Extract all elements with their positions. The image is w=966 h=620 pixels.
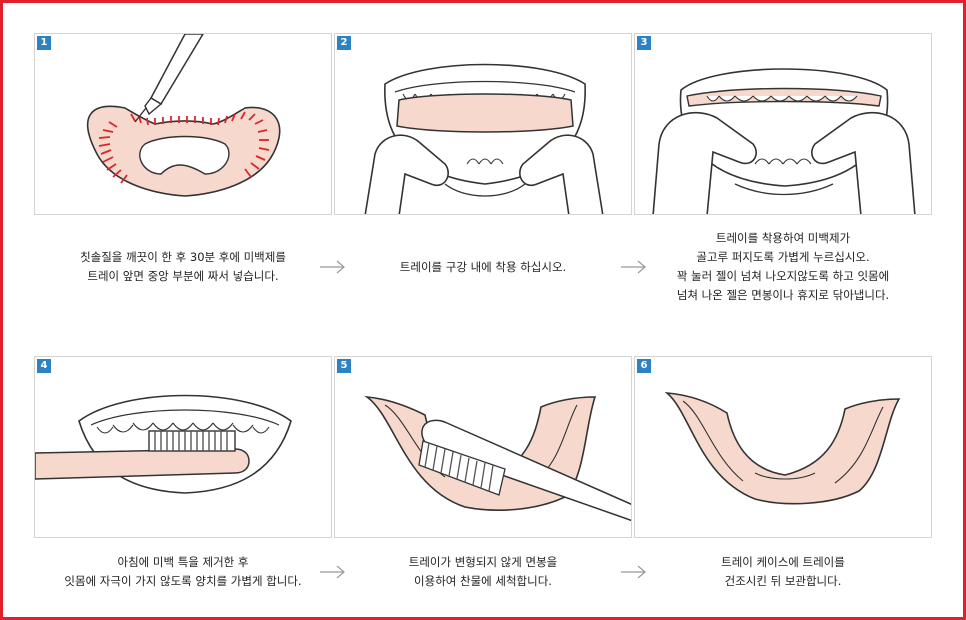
left-finger: [652, 111, 757, 214]
step-5-panel: 5: [334, 356, 632, 538]
step-4-badge: 4: [37, 359, 51, 373]
step-3-caption-line: 트레이를 착용하여 미백제가: [715, 231, 851, 245]
step-2-caption-line: 트레이를 구강 내에 착용 하십시오.: [399, 260, 567, 274]
tray-shape: [664, 391, 901, 505]
arrow-right-icon: [621, 565, 646, 579]
step-4-caption: 아침에 미백 특을 제거한 후 잇몸에 자극이 가지 않도록 양치를 가볍게 합…: [34, 553, 332, 591]
step-2-panel: 2: [334, 33, 632, 215]
step-1-caption-line: 칫솔질을 깨끗이 한 후 30분 후에 미백제를: [80, 250, 286, 264]
step-3-caption-line: 골고루 퍼지도록 가볍게 누르십시오.: [696, 250, 870, 264]
toothbrush-handle: [35, 448, 250, 480]
step-5-caption-line: 트레이가 변형되지 않게 면봉을: [408, 555, 558, 569]
step-4-caption-line: 아침에 미백 특을 제거한 후: [117, 555, 249, 569]
step-3-panel: 3: [634, 33, 932, 215]
step-6-panel: 6: [634, 356, 932, 538]
arrow-right-icon: [621, 260, 646, 274]
gel-marks: [98, 111, 270, 184]
step-2-badge: 2: [337, 36, 351, 50]
step-5-badge: 5: [337, 359, 351, 373]
tray-cleaning-illustration: [364, 395, 631, 522]
step-1-caption: 칫솔질을 깨끗이 한 후 30분 후에 미백제를 트레이 앞면 중앙 부분에 짜…: [34, 248, 332, 286]
gel-syringe: [134, 34, 204, 123]
tray-gel-application-illustration: [86, 34, 281, 197]
right-finger: [519, 134, 604, 214]
step-6-badge: 6: [637, 359, 651, 373]
step-2-caption: 트레이를 구강 내에 착용 하십시오.: [334, 258, 632, 277]
toothbrush-handle: [421, 419, 631, 522]
tray-inner-cutout: [139, 135, 230, 175]
step-6-caption: 트레이 케이스에 트레이를 건조시킨 뒤 보관합니다.: [634, 553, 932, 591]
step-3-badge: 3: [637, 36, 651, 50]
step-3-caption-line: 꽉 눌러 젤이 넘쳐 나오지않도록 하고 잇몸에: [676, 269, 890, 283]
tray-pressing-illustration: [652, 68, 916, 214]
tray-insertion-illustration: [364, 63, 604, 214]
step-6-caption-line: 트레이 케이스에 트레이를: [721, 555, 845, 569]
step-4-panel: 4: [34, 356, 332, 538]
arrow-right-icon: [320, 260, 345, 274]
step-3-caption: 트레이를 착용하여 미백제가 골고루 퍼지도록 가볍게 누르십시오. 꽉 눌러 …: [634, 229, 932, 305]
tray-storage-illustration: [664, 391, 901, 505]
toothbrush-bristles: [418, 440, 506, 496]
toothbrush-bristles: [148, 430, 236, 452]
right-finger: [811, 111, 916, 214]
arrow-right-icon: [320, 565, 345, 579]
tray-shape: [396, 93, 574, 133]
step-1-panel: 1: [34, 33, 332, 215]
step-1-caption-line: 트레이 앞면 중앙 부분에 짜서 넣습니다.: [87, 269, 279, 283]
brushing-illustration: [35, 394, 292, 494]
step-4-caption-line: 잇몸에 자극이 가지 않도록 양치를 가볍게 합니다.: [64, 574, 302, 588]
step-1-badge: 1: [37, 36, 51, 50]
left-finger: [364, 134, 449, 214]
step-3-caption-line: 넘쳐 나온 젤은 면봉이나 휴지로 닦아냅니다.: [676, 288, 890, 302]
step-6-caption-line: 건조시킨 뒤 보관합니다.: [724, 574, 842, 588]
step-5-caption-line: 이용하여 찬물에 세척합니다.: [414, 574, 552, 588]
step-5-caption: 트레이가 변형되지 않게 면봉을 이용하여 찬물에 세척합니다.: [334, 553, 632, 591]
